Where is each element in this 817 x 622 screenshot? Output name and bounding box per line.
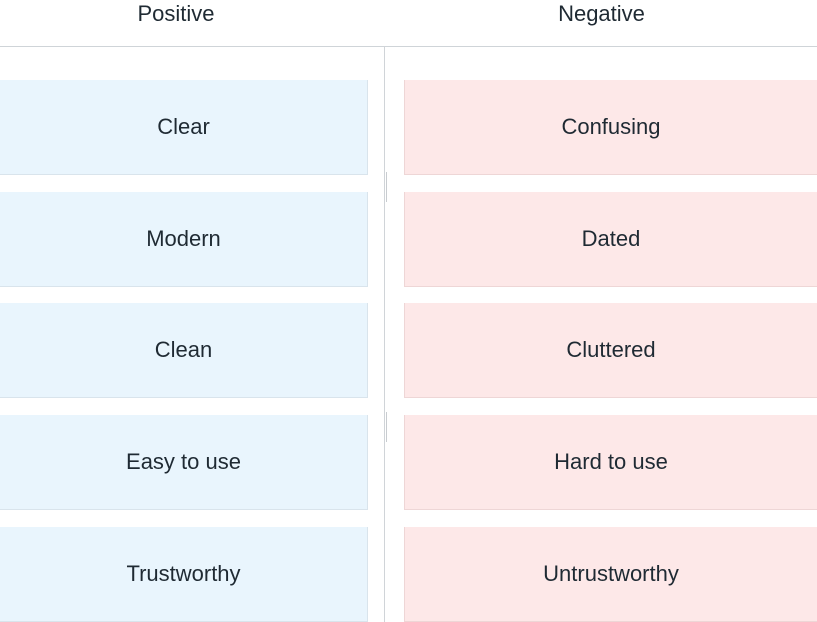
- positive-word-card[interactable]: Easy to use: [0, 415, 368, 510]
- word-card-label: Hard to use: [554, 449, 668, 474]
- positive-column-title: Positive: [137, 1, 215, 26]
- positive-word-card[interactable]: Clean: [0, 303, 368, 398]
- divider-handle: [386, 412, 387, 442]
- column-header-bar: Positive Negative: [0, 0, 817, 47]
- word-card-label: Cluttered: [566, 337, 656, 362]
- negative-word-card[interactable]: Hard to use: [404, 415, 817, 510]
- positive-word-card[interactable]: Clear: [0, 80, 368, 175]
- positive-word-card[interactable]: Modern: [0, 192, 368, 287]
- word-card-label: Untrustworthy: [543, 561, 679, 586]
- word-card-label: Dated: [581, 226, 641, 251]
- word-card-label: Easy to use: [126, 449, 241, 474]
- negative-column-title: Negative: [558, 1, 645, 26]
- negative-word-card[interactable]: Untrustworthy: [404, 527, 817, 622]
- negative-word-card[interactable]: Confusing: [404, 80, 817, 175]
- negative-word-card[interactable]: Dated: [404, 192, 817, 287]
- word-card-label: Trustworthy: [126, 561, 241, 586]
- negative-word-card[interactable]: Cluttered: [404, 303, 817, 398]
- divider-handle: [386, 172, 387, 202]
- negative-column: Confusing Dated Cluttered Hard to use Un…: [404, 0, 817, 622]
- positive-word-card[interactable]: Trustworthy: [0, 527, 368, 622]
- column-divider: [384, 46, 385, 622]
- word-card-label: Clear: [157, 114, 210, 139]
- positive-column: Clear Modern Clean Easy to use Trustwort…: [0, 0, 368, 622]
- word-card-label: Confusing: [561, 114, 661, 139]
- word-card-label: Clean: [154, 337, 213, 362]
- word-card-label: Modern: [146, 226, 221, 251]
